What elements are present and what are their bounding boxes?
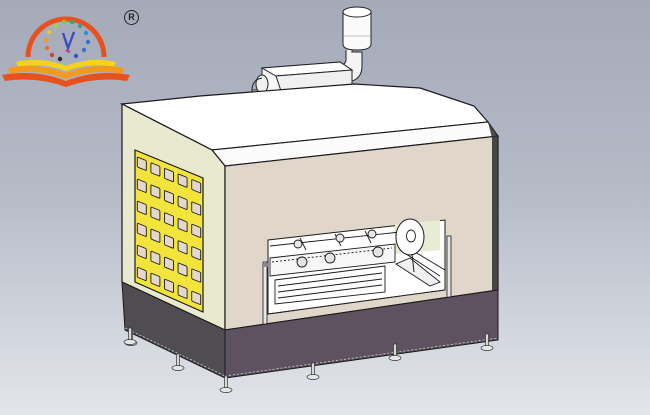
registered-mark-icon: R: [124, 10, 139, 25]
company-logo: [2, 16, 130, 87]
vent-holes: [136, 156, 202, 305]
saw-blade: [395, 218, 425, 273]
leveling-feet: [123, 327, 494, 393]
machine-opening: [262, 218, 452, 329]
base-front: [224, 289, 499, 379]
conveyor: [267, 229, 446, 315]
vent-panel: [134, 149, 204, 313]
people-sunburst-icon: [43, 19, 91, 62]
